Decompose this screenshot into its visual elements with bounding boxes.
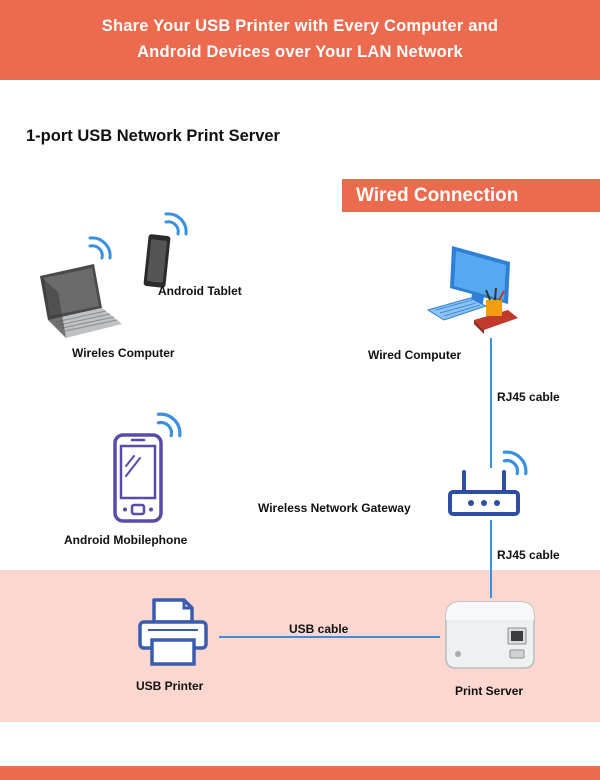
usb-cable-label: USB cable — [289, 622, 349, 636]
router-icon — [448, 470, 520, 516]
android-tablet-label: Android Tablet — [158, 284, 242, 298]
gateway-label: Wireless Network Gateway — [258, 501, 411, 515]
print-server-label: Print Server — [455, 684, 524, 698]
wired-computer-label: Wired Computer — [368, 348, 462, 362]
wifi-signal-icon — [88, 236, 112, 260]
banner-line-2: Android Devices over Your LAN Network — [137, 43, 463, 61]
printer-icon — [138, 598, 208, 666]
header-banner: Share Your USB Printer with Every Comput… — [0, 0, 600, 80]
wired-connection-tag: Wired Connection — [342, 179, 600, 212]
wifi-signal-icon — [502, 450, 528, 476]
wireless-computer-label: Wireles Computer — [72, 346, 175, 360]
desktop-computer-icon — [426, 246, 518, 334]
android-phone-label: Android Mobilephone — [64, 533, 188, 547]
laptop-icon — [40, 264, 122, 338]
page-title: 1-port USB Network Print Server — [26, 127, 280, 145]
android-tablet-icon — [143, 234, 171, 288]
usb-printer-label: USB Printer — [136, 679, 204, 693]
wifi-signal-icon — [156, 412, 182, 438]
footer-bar — [0, 766, 600, 780]
rj45-cable-lower-label: RJ45 cable — [497, 548, 560, 562]
wifi-signal-icon — [164, 212, 188, 236]
android-phone-icon — [113, 433, 163, 523]
print-server-icon — [445, 601, 535, 669]
banner-line-1: Share Your USB Printer with Every Comput… — [101, 17, 499, 35]
rj45-cable-upper-label: RJ45 cable — [497, 390, 560, 404]
